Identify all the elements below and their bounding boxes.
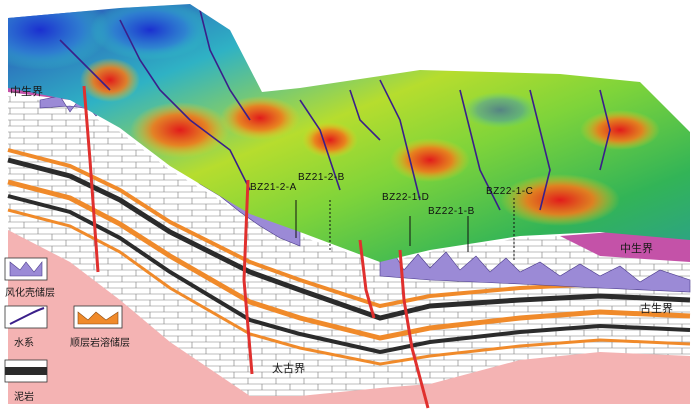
- legend-water-system: 水系: [4, 305, 48, 349]
- front-strata: [7, 64, 691, 404]
- era-label-mesozoic-right: 中生界: [620, 241, 653, 255]
- legend-weathered-crust: 风化壳储层: [4, 257, 55, 299]
- well-label: BZ22-1-B: [428, 206, 475, 217]
- legend: 风化壳储层 水系 泥岩 顺层岩溶储层: [4, 257, 130, 403]
- water-system: [59, 9, 611, 211]
- weathered-crust-icon: [9, 261, 43, 277]
- well-markers: [295, 198, 515, 262]
- karst-icon: [77, 311, 119, 325]
- well-label: BZ21-2-A: [250, 182, 297, 193]
- legend-mudstone: 泥岩: [4, 359, 48, 403]
- river-icon: [9, 307, 45, 325]
- legend-karst-layer: 顺层岩溶储层: [70, 305, 130, 349]
- faults: [82, 85, 430, 409]
- mudstone-icon: [5, 367, 47, 375]
- svg-text:泥岩: 泥岩: [14, 390, 34, 403]
- well-label: BZ21-2-B: [298, 172, 345, 183]
- era-label-mesozoic-left: 中生界: [10, 84, 43, 98]
- svg-text:顺层岩溶储层: 顺层岩溶储层: [70, 336, 130, 349]
- era-label-paleozoic: 古生界: [640, 301, 673, 315]
- well-label: BZ22-1-D: [382, 192, 429, 203]
- well-label: BZ22-1-C: [486, 186, 533, 197]
- svg-text:水系: 水系: [14, 337, 34, 349]
- svg-text:风化壳储层: 风化壳储层: [5, 286, 55, 299]
- era-label-archean: 太古界: [272, 362, 305, 375]
